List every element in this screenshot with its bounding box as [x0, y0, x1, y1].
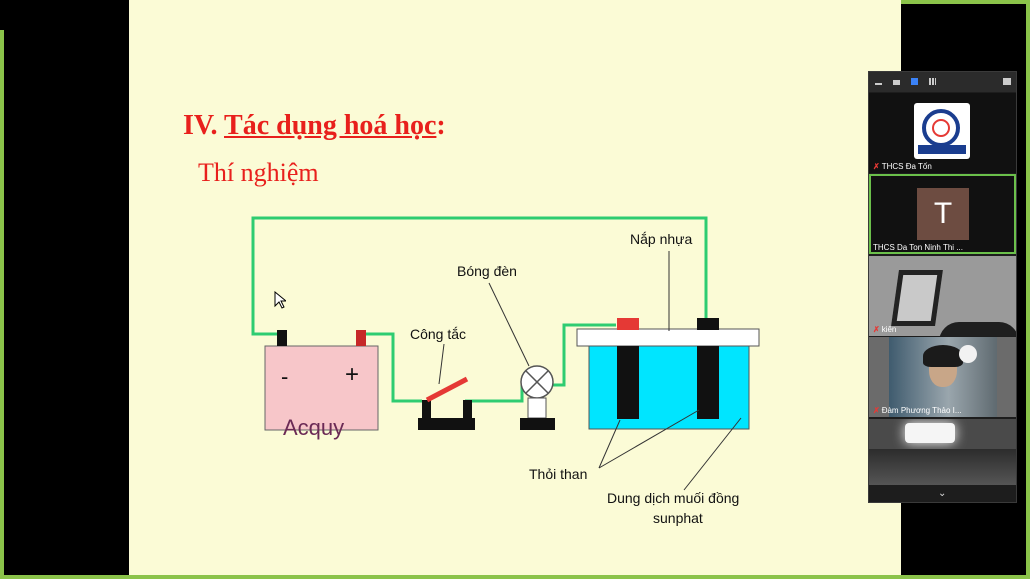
switch-base: [418, 418, 475, 430]
switch-label: Công tắc: [410, 326, 466, 342]
circuit-diagram: - + Acquy Công tắc Bóng đèn Nắp nhựa Thỏ…: [251, 216, 760, 526]
electrode-label: Thỏi than: [529, 466, 587, 482]
solution-label-line2: sunphat: [653, 510, 703, 526]
title-text: Tác dụng hoá học: [224, 110, 437, 141]
participant-tile[interactable]: T THCS Da Ton Ninh Thi ...: [869, 174, 1016, 254]
avatar: T: [917, 188, 969, 240]
title-number: IV.: [183, 110, 218, 141]
mouse-cursor-icon: [274, 291, 286, 309]
title-colon: :: [436, 110, 446, 141]
exit-fullscreen-icon[interactable]: [1003, 78, 1011, 85]
participant-name: kiên: [881, 325, 897, 334]
gallery-view-icon[interactable]: [929, 78, 936, 85]
lid-label: Nắp nhựa: [630, 231, 693, 247]
mic-muted-icon: ✗: [873, 325, 880, 334]
participant-tile[interactable]: [869, 419, 1016, 485]
battery-body: [264, 345, 379, 431]
participant-tile[interactable]: ✗ THCS Đa Tốn: [869, 93, 1016, 173]
bulb-base: [520, 418, 555, 430]
window-accent-top: [882, 0, 1030, 4]
window-accent-right: [1026, 0, 1030, 579]
solution-label-line1: Dung dịch muối đồng: [607, 490, 739, 506]
battery-label: Acquy: [283, 415, 344, 440]
video-participants-panel: ✗ THCS Đa Tốn T THCS Da Ton Ninh Thi ...…: [868, 71, 1017, 503]
minimize-icon[interactable]: [875, 83, 882, 85]
plastic-lid: [576, 328, 760, 347]
participant-tile[interactable]: ✗ kiên: [869, 256, 1016, 336]
battery-minus: -: [281, 364, 288, 389]
mic-muted-icon: ✗: [873, 406, 880, 415]
battery-plus: +: [345, 361, 359, 388]
presentation-slide: IV. Tác dụng hoá học: Thí nghiệm - + Acq…: [129, 0, 901, 575]
school-logo: [914, 103, 970, 159]
video-feed: [891, 270, 943, 326]
mic-muted-icon: ✗: [873, 162, 880, 171]
participant-name: Đàm Phương Thảo I...: [881, 406, 962, 415]
switch-lever: [425, 376, 469, 403]
speaker-view-icon[interactable]: [893, 80, 900, 85]
chevron-down-icon[interactable]: ⌄: [938, 488, 947, 499]
participant-name: THCS Đa Tốn: [881, 162, 932, 171]
slide-subtitle: Thí nghiệm: [198, 158, 319, 187]
participant-name: THCS Da Ton Ninh Thi ...: [873, 243, 963, 252]
carbon-rod-left: [617, 346, 639, 419]
window-accent-bottom: [0, 575, 1030, 579]
slide-title: IV. Tác dụng hoá học:: [183, 110, 446, 142]
bulb-label: Bóng đèn: [457, 263, 517, 279]
battery-positive-terminal: [356, 330, 366, 346]
battery-negative-terminal: [277, 330, 287, 346]
strip-view-icon[interactable]: [911, 78, 918, 85]
circuit-wires: [251, 216, 708, 403]
window-accent-left: [0, 30, 4, 575]
carbon-rod-right: [697, 346, 719, 419]
participant-tile[interactable]: ✗ Đàm Phương Thảo I...: [869, 337, 1016, 417]
electrolysis-cell: [588, 342, 750, 430]
video-feed: [905, 423, 955, 443]
panel-toolbar: [869, 72, 1016, 92]
